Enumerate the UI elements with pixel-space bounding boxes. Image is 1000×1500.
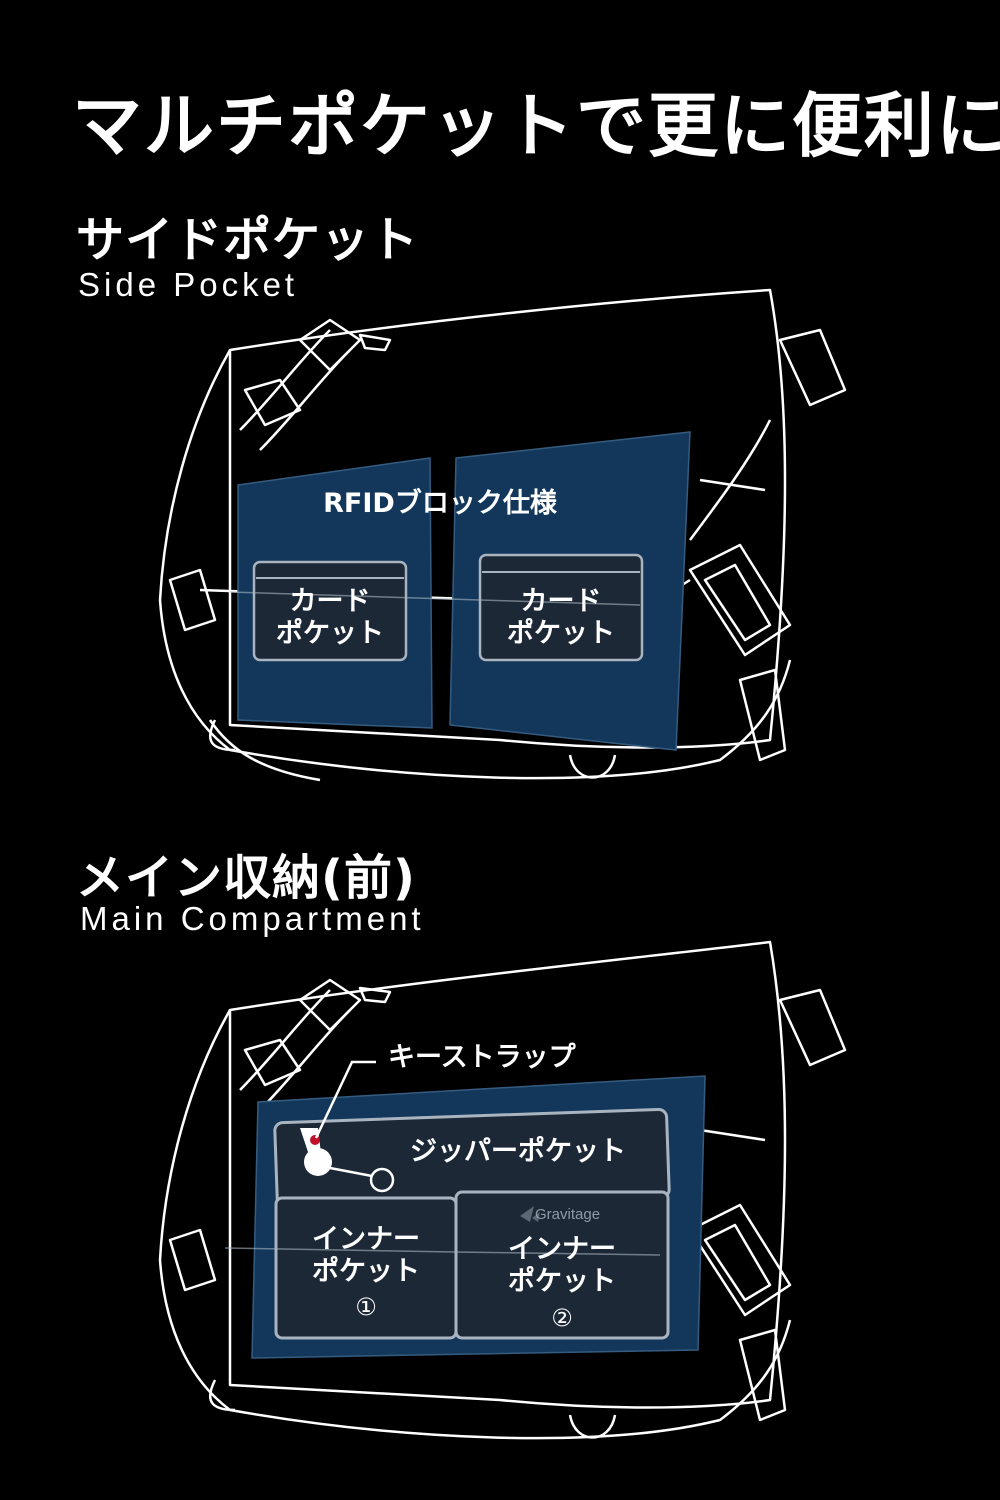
main-compartment-illustration xyxy=(158,940,847,1440)
messenger-bag-outline xyxy=(158,288,847,782)
side-pocket-title: サイドポケット xyxy=(76,212,420,268)
inner-pocket-1-label: インナー ポケット xyxy=(312,1224,420,1288)
left-card-label: カード ポケット xyxy=(276,586,384,650)
inner-pocket-2-box xyxy=(454,1190,670,1340)
zipper-pocket-label: ジッパーポケット xyxy=(410,1136,626,1167)
gravitage-logo-icon xyxy=(520,1206,540,1222)
right-card-label: カード ポケット xyxy=(507,586,615,650)
inner-pocket-1-number: ① xyxy=(355,1293,377,1321)
inner-pocket-2-number: ② xyxy=(551,1304,573,1332)
key-strap-leader xyxy=(314,1060,376,1139)
left-card-pocket xyxy=(252,560,408,662)
main-compartment-title: メイン収納(前) xyxy=(76,850,416,906)
messenger-bag-outline-2 xyxy=(158,940,847,1440)
key-strap-label: キーストラップ xyxy=(388,1042,576,1073)
main-compartment-subtitle: Main Compartment xyxy=(80,900,425,937)
rfid-label: RFIDブロック仕様 xyxy=(323,488,557,519)
side-pocket-illustration xyxy=(158,288,847,782)
right-card-pocket xyxy=(478,553,644,662)
side-pocket-subtitle: Side Pocket xyxy=(78,266,299,303)
inner-pocket-2-label: インナー ポケット xyxy=(508,1234,616,1298)
gravitage-logo-text: Gravitage xyxy=(535,1206,601,1223)
page-title: マルチポケットで更に便利に xyxy=(72,85,1000,167)
